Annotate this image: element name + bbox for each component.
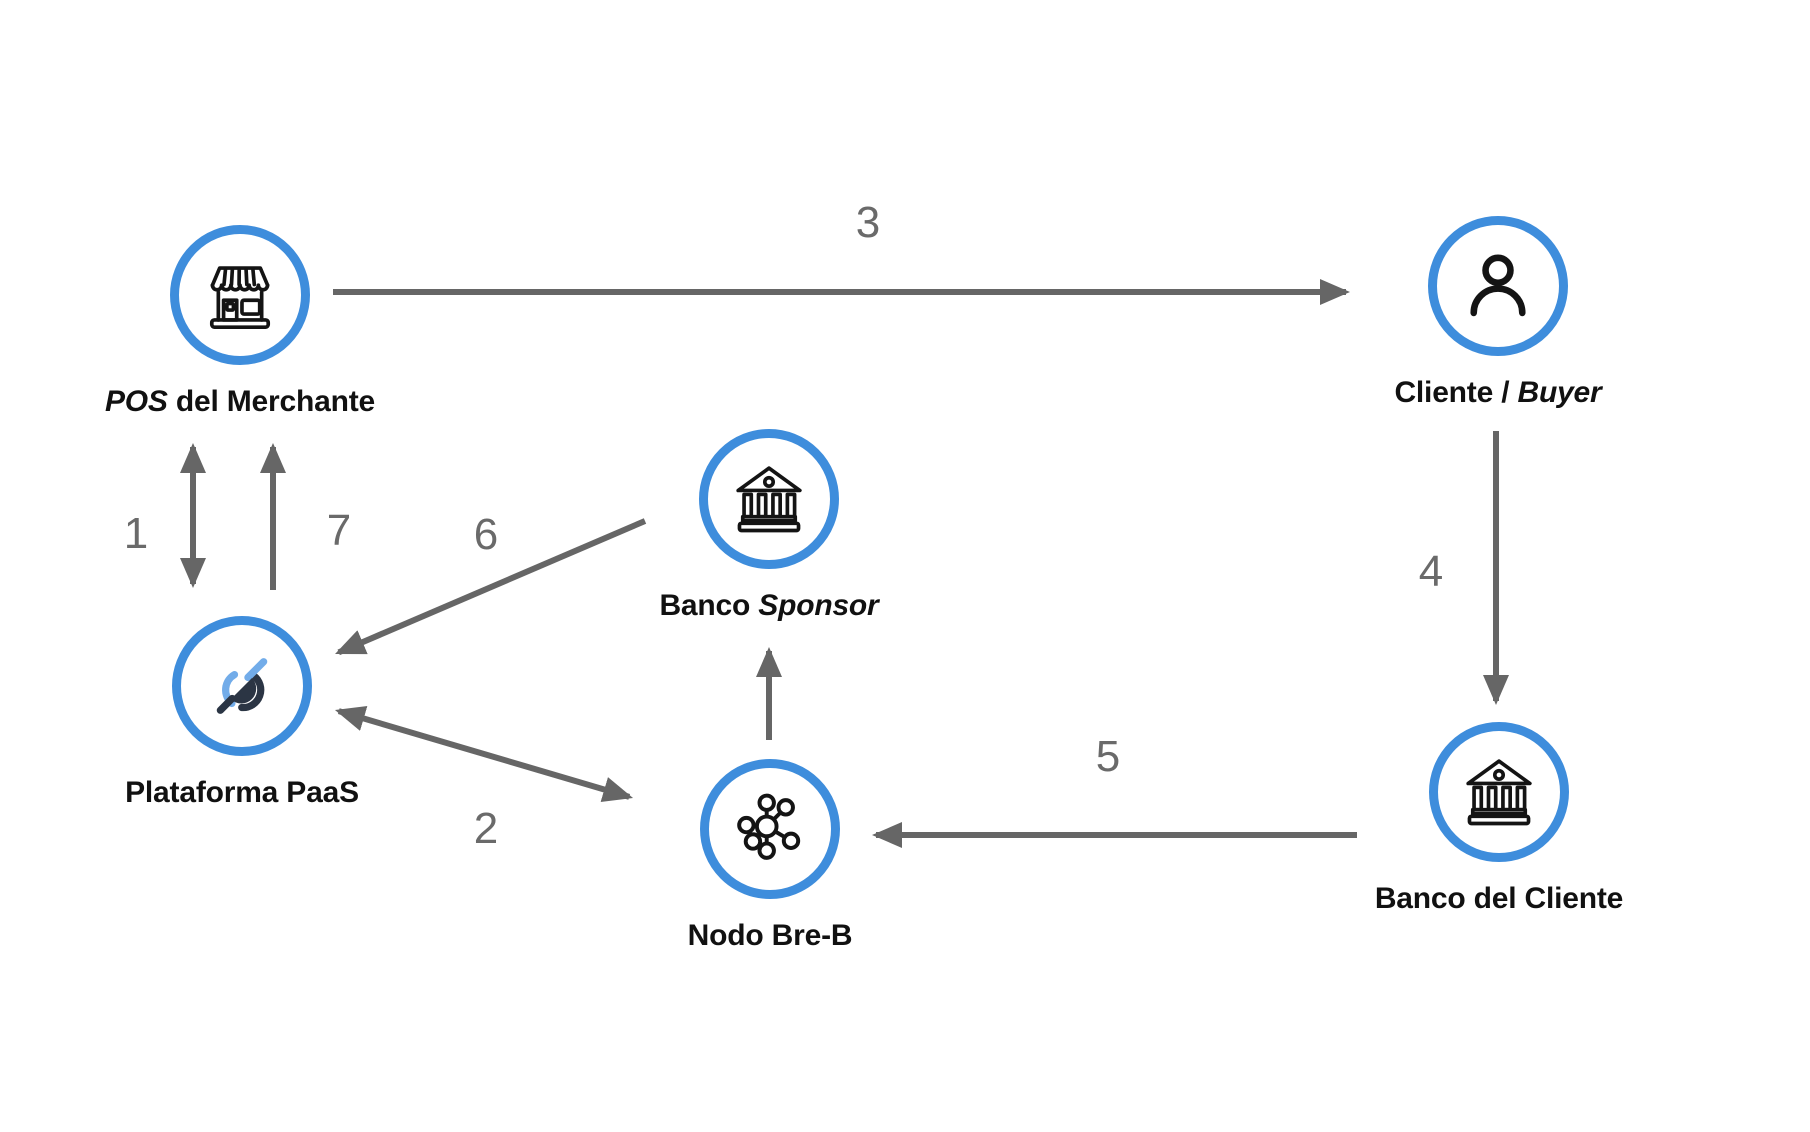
node-label-plataforma-paas: Plataforma PaaS bbox=[125, 776, 359, 809]
node-cliente-buyer: Cliente / Buyer bbox=[1348, 216, 1648, 410]
arrow-6-sponsor-plataforma bbox=[335, 518, 647, 656]
arrow-2-plataforma-nodo bbox=[334, 705, 634, 803]
node-banco-cliente: Banco del Cliente bbox=[1349, 722, 1649, 916]
node-label-banco-cliente: Banco del Cliente bbox=[1374, 882, 1624, 915]
storefront-icon bbox=[170, 225, 310, 365]
bank-icon bbox=[1429, 722, 1569, 862]
person-icon bbox=[1428, 216, 1568, 356]
step-label-4: 4 bbox=[1418, 547, 1444, 596]
step-label-6: 6 bbox=[473, 510, 499, 559]
node-label-cliente-buyer: Cliente / Buyer bbox=[1394, 376, 1602, 409]
step-label-2: 2 bbox=[473, 804, 499, 853]
node-nodo-breb: Nodo Bre-B bbox=[620, 759, 920, 953]
step-label-5: 5 bbox=[1095, 732, 1121, 781]
step-label-7: 7 bbox=[326, 506, 352, 555]
node-plataforma-paas: Plataforma PaaS bbox=[92, 616, 392, 810]
paas-logo-icon bbox=[172, 616, 312, 756]
node-pos-merchant: POS del Merchante bbox=[90, 225, 390, 419]
step-label-1: 1 bbox=[123, 509, 149, 558]
node-label-pos-merchant: POS del Merchante bbox=[104, 385, 376, 418]
node-label-banco-sponsor: Banco Sponsor bbox=[659, 589, 879, 622]
node-label-nodo-breb: Nodo Bre-B bbox=[687, 919, 853, 952]
bank-icon bbox=[699, 429, 839, 569]
node-banco-sponsor: Banco Sponsor bbox=[619, 429, 919, 623]
step-label-3: 3 bbox=[855, 198, 881, 247]
network-icon bbox=[700, 759, 840, 899]
